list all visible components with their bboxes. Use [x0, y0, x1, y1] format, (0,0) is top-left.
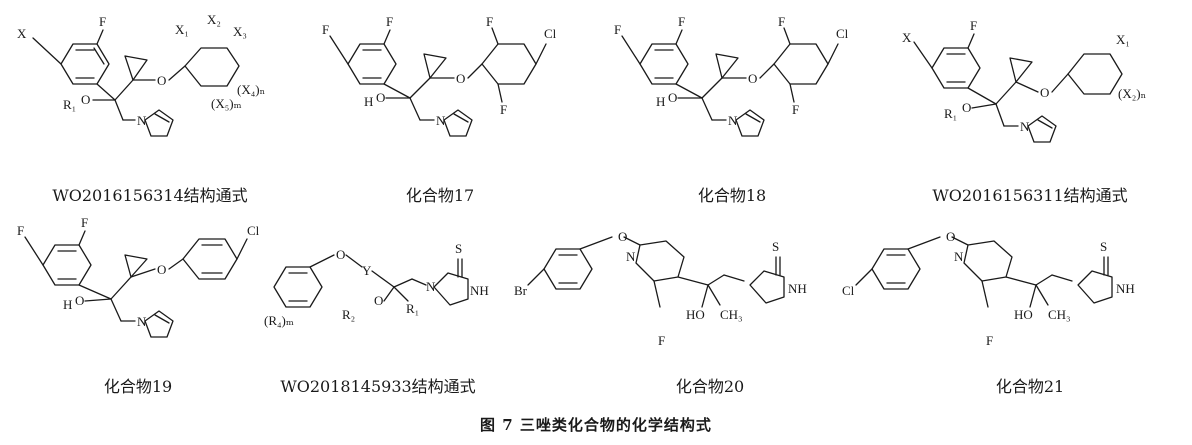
label-cl: Cl — [544, 26, 557, 41]
label-n: N — [436, 113, 446, 128]
label-ho: HO — [1014, 307, 1033, 322]
label-s: S — [1100, 239, 1107, 254]
label-o-alkoxy: O — [374, 293, 383, 308]
label-nh: NH — [788, 281, 807, 296]
caption-wo2016156314: WO2016156314结构通式 — [52, 186, 248, 205]
label-f-ortho: F — [81, 215, 88, 230]
label-f-ring2-top: F — [486, 14, 493, 29]
label-o-hydroxy: O — [75, 293, 84, 308]
label-n: N — [426, 279, 436, 294]
label-f-ortho: F — [386, 14, 393, 29]
label-n: N — [728, 113, 738, 128]
label-h: H — [364, 94, 373, 109]
caption-wo2018145933: WO2018145933结构通式 — [280, 377, 476, 396]
label-ch3: CH₃ — [1048, 307, 1071, 322]
structure-wo2016156311: X F X₁ (X₂)ₙ O R₁ O N — [900, 8, 1180, 173]
molecule-drawing: O Br N S NH HO CH₃ F — [514, 229, 807, 348]
caption-compound-17: 化合物17 — [405, 186, 475, 205]
label-x2: (X₂)ₙ — [1118, 86, 1146, 101]
structure-compound-19: F F Cl O H O N — [15, 215, 285, 365]
label-h: H — [63, 297, 72, 312]
structure-wo2018145933: O Y S (R₄)ₘ R₂ O R₁ N NH — [262, 215, 522, 365]
label-f-ring2-bottom: F — [500, 102, 507, 117]
label-f: F — [658, 333, 665, 348]
label-s: S — [772, 239, 779, 254]
label-o-ether: O — [618, 229, 627, 244]
label-cl: Cl — [247, 223, 260, 238]
label-nh: NH — [470, 283, 489, 298]
label-n: N — [1020, 119, 1030, 134]
label-f-para: F — [614, 22, 621, 37]
label-f-ortho: F — [678, 14, 685, 29]
caption-compound-21: 化合物21 — [995, 377, 1065, 396]
molecule-drawing: X F X₁ X₂ X₃ (X₄)ₙ (X₅)ₘ O R₁ O N — [17, 12, 265, 137]
label-o-ether: O — [157, 73, 166, 88]
label-nh: NH — [1116, 281, 1135, 296]
molecule-drawing: O Cl N S NH HO CH₃ F — [842, 229, 1135, 348]
label-o-aryl: O — [336, 247, 345, 262]
label-x2: X₂ — [207, 12, 221, 27]
label-y: Y — [362, 263, 372, 278]
structure-wo2016156314: X F X₁ X₂ X₃ (X₄)ₙ (X₅)ₘ O R₁ O N — [15, 8, 285, 173]
label-x: X — [17, 26, 27, 41]
figure-title: 图 7 三唑类化合物的化学结构式 — [480, 416, 712, 434]
label-f-para: F — [322, 22, 329, 37]
molecule-drawing: O Y S (R₄)ₘ R₂ O R₁ N NH — [264, 241, 489, 328]
structure-compound-18: F F F Cl F O H O N — [612, 8, 872, 173]
label-f: F — [970, 18, 977, 33]
label-n-pyridine: N — [626, 249, 636, 264]
label-r1: R₁ — [944, 106, 957, 121]
label-o-hydroxy: O — [668, 90, 677, 105]
caption-compound-19: 化合物19 — [103, 377, 173, 396]
label-o-ether: O — [748, 71, 757, 86]
caption-compound-20: 化合物20 — [675, 377, 745, 396]
label-cl: Cl — [836, 26, 849, 41]
molecule-drawing: F F Cl O H O N — [17, 215, 260, 338]
label-n: N — [137, 113, 147, 128]
structure-compound-20: O Br N S NH HO CH₃ F — [512, 215, 842, 365]
label-cl: Cl — [842, 283, 855, 298]
label-o-hydroxy: O — [376, 90, 385, 105]
label-x1: X₁ — [1116, 32, 1130, 47]
label-br: Br — [514, 283, 528, 298]
label-f: F — [99, 14, 106, 29]
label-s: S — [455, 241, 462, 256]
label-o-ether: O — [157, 262, 166, 277]
label-f-para: F — [17, 223, 24, 238]
label-h: H — [656, 94, 665, 109]
caption-wo2016156311: WO2016156311结构通式 — [932, 186, 1128, 205]
label-o-ether: O — [946, 229, 955, 244]
caption-compound-18: 化合物18 — [697, 186, 767, 205]
label-x3: X₃ — [233, 24, 247, 39]
label-x4: (X₄)ₙ — [237, 82, 265, 97]
label-f-ring2-top: F — [778, 14, 785, 29]
label-ch3: CH₃ — [720, 307, 743, 322]
label-r2: R₂ — [342, 307, 355, 322]
molecule-drawing: F F F Cl F O H O N — [614, 14, 849, 137]
label-o-alkoxy: O — [962, 100, 971, 115]
label-f-ring2-bottom: F — [792, 102, 799, 117]
label-o-ether: O — [456, 71, 465, 86]
label-n-pyridine: N — [954, 249, 964, 264]
label-f: F — [986, 333, 993, 348]
structure-compound-21: O Cl N S NH HO CH₃ F — [840, 215, 1180, 365]
label-x1: X₁ — [175, 22, 189, 37]
molecule-drawing: F F F Cl F O H O N — [322, 14, 557, 137]
label-n: N — [137, 314, 147, 329]
label-r1: R₁ — [63, 97, 76, 112]
label-o-alkoxy: O — [81, 92, 90, 107]
label-x: X — [902, 30, 912, 45]
label-x5: (X₅)ₘ — [211, 96, 242, 111]
label-r4: (R₄)ₘ — [264, 313, 294, 328]
molecule-drawing: X F X₁ (X₂)ₙ O R₁ O N — [902, 18, 1146, 143]
label-ho: HO — [686, 307, 705, 322]
label-r1: R₁ — [406, 301, 419, 316]
structure-compound-17: F F F Cl F O H O N — [320, 8, 580, 173]
label-o-ether: O — [1040, 85, 1049, 100]
